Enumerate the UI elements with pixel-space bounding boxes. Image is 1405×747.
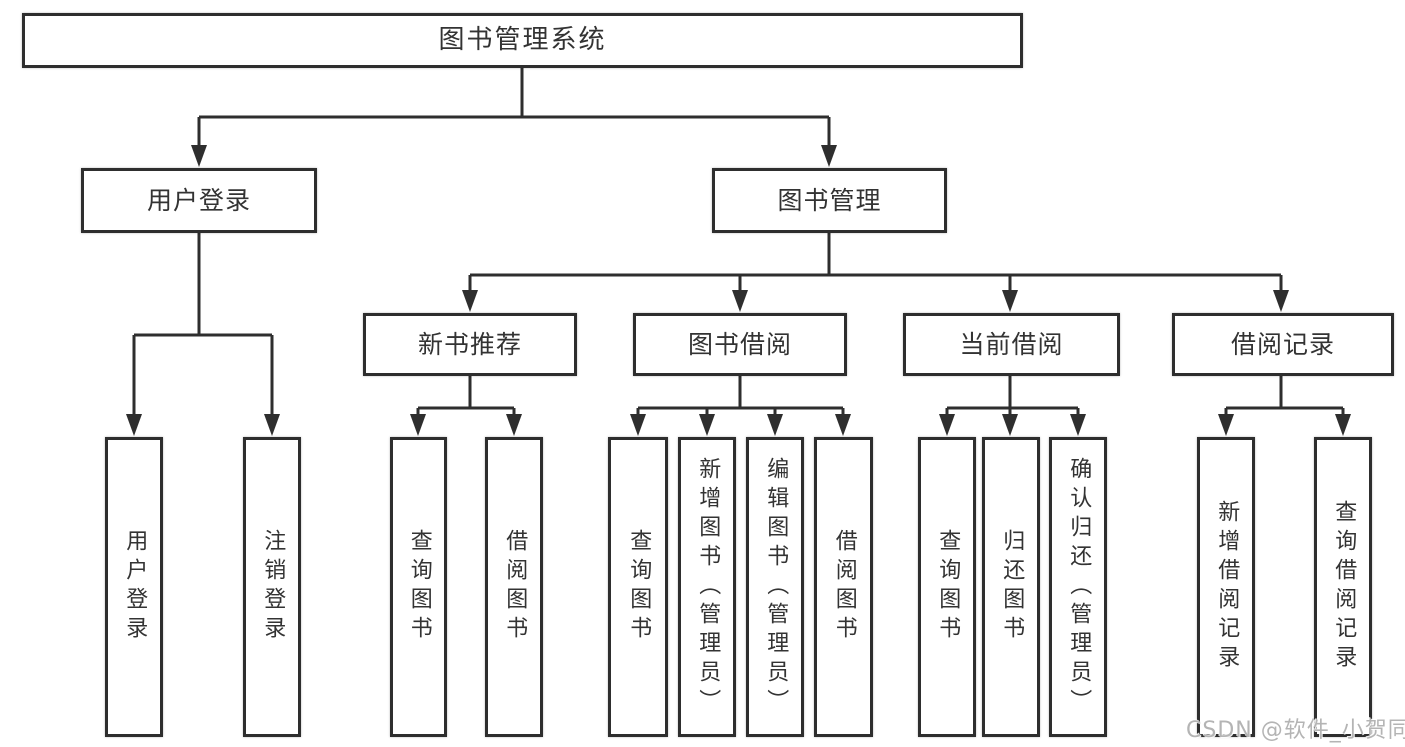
node-borrow-records: 借阅记录 [1172, 313, 1394, 376]
node-current-borrow-label: 当前借阅 [959, 329, 1064, 359]
node-records-add-record: 新增借阅记录 [1197, 437, 1255, 737]
arrowhead-down-icon [126, 414, 142, 436]
node-recommend-borrow-book-label: 借阅图书 [502, 529, 528, 645]
node-current-borrow: 当前借阅 [903, 313, 1120, 376]
node-root-label: 图书管理系统 [438, 25, 607, 56]
node-current-search-book-label: 查询图书 [935, 529, 961, 645]
connector-paths [132, 68, 1345, 416]
arrowhead-down-icon [1335, 414, 1351, 436]
node-user-login: 用户登录 [81, 168, 317, 233]
node-current-confirm-return: 确认归还（管理员） [1049, 437, 1107, 737]
node-borrow-borrow-book: 借阅图书 [814, 437, 873, 737]
arrowhead-down-icon [462, 290, 478, 312]
node-borrow-add-book: 新增图书（管理员） [678, 437, 736, 737]
arrowhead-down-icon [767, 414, 783, 436]
connector-new-book-recommend-children [416, 376, 516, 416]
arrowhead-down-icon [821, 145, 837, 167]
watermark-text: CSDN @软件_小贺同学 [1186, 718, 1405, 743]
arrowhead-down-icon [1070, 414, 1086, 436]
node-user-login-label: 用户登录 [146, 185, 251, 215]
node-book-borrow-label: 图书借阅 [687, 329, 792, 359]
arrowhead-down-icon [1002, 414, 1018, 436]
node-book-management-label: 图书管理 [777, 185, 882, 215]
node-do-user-login-label: 用户登录 [122, 529, 148, 645]
node-records-add-record-label: 新增借阅记录 [1214, 500, 1240, 674]
node-borrow-records-label: 借阅记录 [1230, 329, 1335, 359]
node-book-borrow: 图书借阅 [633, 313, 847, 376]
connector-root-to-level2 [197, 68, 831, 146]
arrowheads [126, 145, 1351, 436]
arrowhead-down-icon [506, 414, 522, 436]
node-current-return-book-label: 归还图书 [999, 529, 1025, 645]
node-do-logout: 注销登录 [243, 437, 301, 737]
arrowhead-down-icon [732, 290, 748, 312]
arrowhead-down-icon [1273, 290, 1289, 312]
node-recommend-search-book-label: 查询图书 [406, 529, 432, 645]
node-borrow-search-book-label: 查询图书 [626, 529, 652, 645]
node-do-logout-label: 注销登录 [260, 529, 286, 645]
node-records-search-record-label: 查询借阅记录 [1331, 500, 1357, 674]
arrowhead-down-icon [630, 414, 646, 436]
arrowhead-down-icon [835, 414, 851, 436]
arrowhead-down-icon [1002, 290, 1018, 312]
node-borrow-edit-book-label: 编辑图书（管理员） [763, 456, 789, 718]
connector-user-login-children [132, 233, 274, 416]
node-book-management: 图书管理 [712, 168, 947, 233]
node-current-search-book: 查询图书 [918, 437, 976, 737]
arrowhead-down-icon [699, 414, 715, 436]
arrowhead-down-icon [264, 414, 280, 436]
arrowhead-down-icon [939, 414, 955, 436]
node-borrow-add-book-label: 新增图书（管理员） [695, 456, 721, 718]
node-new-book-recommend-label: 新书推荐 [417, 329, 522, 359]
node-root: 图书管理系统 [22, 13, 1023, 68]
connector-borrow-records-children [1224, 376, 1345, 416]
arrowhead-down-icon [191, 145, 207, 167]
node-borrow-search-book: 查询图书 [608, 437, 668, 737]
arrowhead-down-icon [410, 414, 426, 436]
node-records-search-record: 查询借阅记录 [1314, 437, 1372, 737]
connector-current-borrow-children [945, 376, 1080, 416]
node-recommend-borrow-book: 借阅图书 [485, 437, 543, 737]
connector-book-management-children [468, 233, 1283, 292]
node-current-return-book: 归还图书 [982, 437, 1040, 737]
node-recommend-search-book: 查询图书 [390, 437, 447, 737]
connector-book-borrow-children [636, 376, 845, 416]
node-borrow-edit-book: 编辑图书（管理员） [746, 437, 804, 737]
arrowhead-down-icon [1218, 414, 1234, 436]
node-borrow-borrow-book-label: 借阅图书 [831, 529, 857, 645]
node-current-confirm-return-label: 确认归还（管理员） [1066, 456, 1092, 718]
node-new-book-recommend: 新书推荐 [363, 313, 577, 376]
node-do-user-login: 用户登录 [105, 437, 163, 737]
